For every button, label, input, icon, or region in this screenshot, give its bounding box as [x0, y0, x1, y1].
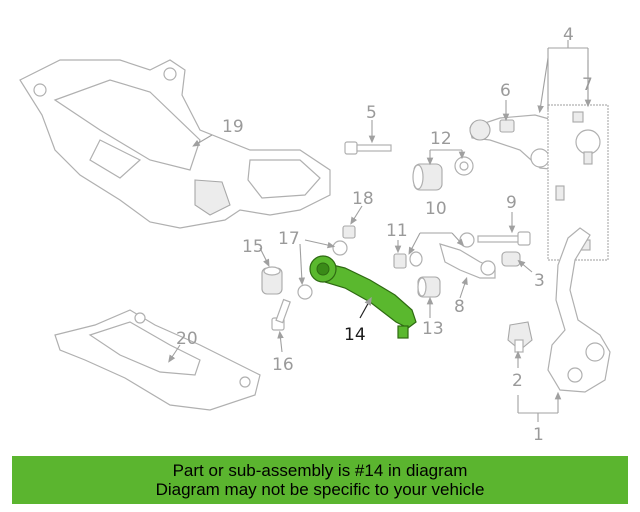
callout-6[interactable]: 6	[500, 81, 511, 101]
lower-rear-arm	[439, 232, 496, 279]
callout-11[interactable]: 11	[386, 221, 408, 241]
lower-control-arm-14	[309, 255, 417, 339]
callout-3[interactable]: 3	[534, 271, 545, 291]
part-notice-banner: Part or sub-assembly is #14 in diagram D…	[12, 456, 628, 504]
callout-5[interactable]: 5	[366, 103, 377, 123]
callout-19[interactable]: 19	[222, 117, 244, 137]
callout-10[interactable]: 10	[425, 199, 447, 219]
callout-12[interactable]: 12	[430, 129, 452, 149]
callout-13[interactable]: 13	[422, 319, 444, 339]
bushing-3	[501, 251, 521, 267]
bushing-15	[261, 266, 283, 295]
bushing-12	[412, 156, 474, 191]
bolt-16	[271, 298, 291, 331]
callout-18[interactable]: 18	[352, 189, 374, 209]
callout-1[interactable]: 1	[533, 425, 544, 445]
callout-16[interactable]: 16	[272, 355, 294, 375]
banner-line-1: Part or sub-assembly is #14 in diagram	[172, 461, 468, 480]
nut-11	[393, 251, 423, 269]
bolt-9	[477, 231, 531, 246]
callout-14[interactable]: 14	[344, 325, 366, 345]
nut-6	[499, 119, 515, 133]
nut-18	[342, 225, 356, 239]
callout-20[interactable]: 20	[176, 329, 198, 349]
callout-9[interactable]: 9	[506, 193, 517, 213]
crossmember	[54, 309, 261, 411]
callout-8[interactable]: 8	[454, 297, 465, 317]
banner-line-2: Diagram may not be specific to your vehi…	[155, 480, 485, 499]
callout-2[interactable]: 2	[512, 371, 523, 391]
callout-4[interactable]: 4	[563, 25, 574, 45]
bushing-13	[417, 276, 441, 298]
parts-diagram: 4 7 6 5 12 19 18 9 10 11 17 15 3 8 13 14…	[19, 25, 611, 445]
callout-15[interactable]: 15	[242, 237, 264, 257]
leader-lines	[168, 40, 592, 422]
front-subframe	[19, 59, 331, 229]
ball-joint-2	[507, 321, 533, 353]
bolt-5	[344, 141, 392, 155]
callout-7[interactable]: 7	[582, 75, 593, 95]
steering-knuckle	[547, 227, 611, 393]
upper-control-arm	[469, 114, 566, 171]
callout-17[interactable]: 17	[278, 229, 300, 249]
